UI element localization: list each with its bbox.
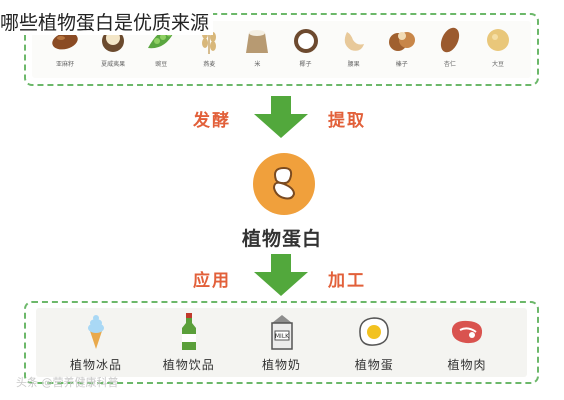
source-item-cashew: 腰果 <box>331 25 377 68</box>
app-item-egg: 植物蛋 <box>334 312 414 373</box>
oat-icon <box>192 25 226 55</box>
step-label-extract: 提取 <box>328 111 366 131</box>
app-item-milk: MILK 植物奶 <box>242 312 322 373</box>
source-item-coconut: 椰子 <box>283 25 329 68</box>
ice-cream-icon <box>76 312 116 352</box>
source-item-rice: 米 <box>234 25 280 68</box>
coconut-icon <box>289 25 323 55</box>
applications-box: 植物冰品 植物饮品 MILK 植物奶 植物蛋 <box>24 301 539 384</box>
milk-carton-icon: MILK <box>262 312 302 352</box>
protein-sources-box: 亚麻籽 夏威夷果 豌豆 燕麦 <box>24 13 539 86</box>
source-item-flaxseed: 亚麻籽 <box>42 25 88 68</box>
app-item-drink: 植物饮品 <box>149 312 229 373</box>
hazelnut-icon <box>385 25 419 55</box>
step-label-ferment: 发酵 <box>193 111 231 131</box>
app-item-meat: 植物肉 <box>427 312 507 373</box>
almond-icon <box>433 25 467 55</box>
bean-icon <box>264 162 304 206</box>
source-item-hazelnut: 榛子 <box>379 25 425 68</box>
cashew-icon <box>337 25 371 55</box>
plant-protein-label: 植物蛋白 <box>241 228 322 250</box>
bottle-icon <box>169 312 209 352</box>
step-label-process: 加工 <box>328 271 366 291</box>
step-label-apply: 应用 <box>193 271 231 291</box>
source-item-soybean: 大豆 <box>475 25 521 68</box>
soybean-icon <box>481 25 515 55</box>
flaxseed-icon <box>48 25 82 55</box>
svg-text:MILK: MILK <box>274 333 289 340</box>
page-title: 哪些植物蛋白是优质来源 <box>0 8 214 35</box>
source-item-almond: 杏仁 <box>427 25 473 68</box>
plant-protein-badge <box>253 153 315 215</box>
watermark: 头条 @营养健康科普 <box>16 376 119 389</box>
protein-sources-panel: 亚麻籽 夏威夷果 豌豆 燕麦 <box>32 21 531 78</box>
fried-egg-icon <box>354 312 394 352</box>
applications-panel: 植物冰品 植物饮品 MILK 植物奶 植物蛋 <box>36 308 527 377</box>
app-item-ice-cream: 植物冰品 <box>56 312 136 373</box>
steak-icon <box>447 312 487 352</box>
rice-icon <box>240 25 274 55</box>
source-item-oat: 燕麦 <box>186 25 232 68</box>
